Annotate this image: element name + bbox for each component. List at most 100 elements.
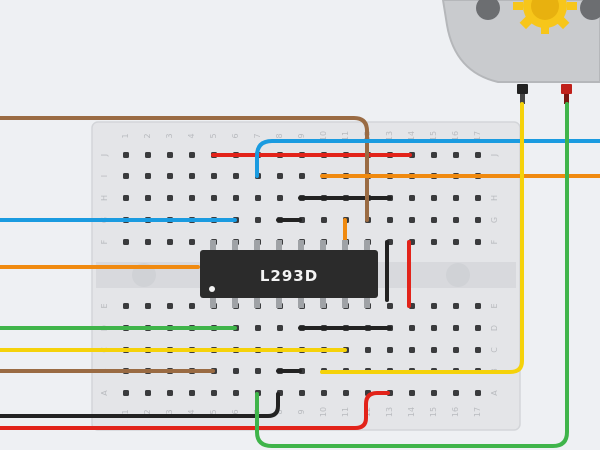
breadboard-hole[interactable] [387, 347, 393, 353]
breadboard-hole[interactable] [145, 195, 151, 201]
breadboard-hole[interactable] [453, 239, 459, 245]
chip-pin [210, 240, 216, 252]
column-label: 6 [231, 133, 240, 138]
breadboard-hole[interactable] [277, 325, 283, 331]
breadboard-hole[interactable] [189, 239, 195, 245]
breadboard-hole[interactable] [123, 239, 129, 245]
breadboard-hole[interactable] [145, 239, 151, 245]
row-label: H [490, 195, 499, 201]
wire-red-bottom[interactable] [0, 391, 390, 430]
breadboard-hole[interactable] [189, 152, 195, 158]
breadboard-hole[interactable] [475, 217, 481, 223]
breadboard-hole[interactable] [145, 173, 151, 179]
row-label: E [490, 303, 499, 308]
breadboard-hole[interactable] [167, 303, 173, 309]
breadboard-hole[interactable] [453, 325, 459, 331]
breadboard-hole[interactable] [453, 195, 459, 201]
breadboard-hole[interactable] [409, 390, 415, 396]
breadboard-hole[interactable] [365, 347, 371, 353]
row-label: I [100, 175, 109, 177]
breadboard-hole[interactable] [233, 368, 239, 374]
wire-yellow-motor[interactable] [320, 102, 524, 374]
l293d-chip[interactable]: L293D [200, 240, 378, 308]
breadboard-hole[interactable] [409, 217, 415, 223]
row-label: D [490, 325, 499, 331]
breadboard-hole[interactable] [431, 217, 437, 223]
breadboard-hole[interactable] [409, 347, 415, 353]
jumper-wires[interactable] [211, 153, 412, 373]
breadboard-hole[interactable] [343, 390, 349, 396]
breadboard-hole[interactable] [123, 303, 129, 309]
breadboard-hole[interactable] [277, 173, 283, 179]
breadboard-hole[interactable] [277, 195, 283, 201]
breadboard-hole[interactable] [255, 195, 261, 201]
breadboard-hole[interactable] [167, 195, 173, 201]
breadboard-hole[interactable] [475, 239, 481, 245]
breadboard-hole[interactable] [189, 195, 195, 201]
chip-pin [364, 296, 370, 308]
wire-black-bottom[interactable] [0, 392, 280, 418]
breadboard-hole[interactable] [233, 173, 239, 179]
breadboard-hole[interactable] [189, 173, 195, 179]
breadboard-hole[interactable] [431, 303, 437, 309]
breadboard-hole[interactable] [387, 303, 393, 309]
breadboard-hole[interactable] [453, 303, 459, 309]
breadboard-hole[interactable] [321, 217, 327, 223]
breadboard-hole[interactable] [233, 195, 239, 201]
breadboard-hole[interactable] [211, 195, 217, 201]
external-wires[interactable] [0, 102, 600, 448]
column-label: 17 [473, 131, 482, 141]
motor-mount-hole-left [476, 0, 500, 20]
breadboard-hole[interactable] [453, 390, 459, 396]
breadboard-hole[interactable] [145, 152, 151, 158]
breadboard-hole[interactable] [431, 152, 437, 158]
breadboard-hole[interactable] [409, 325, 415, 331]
breadboard-hole[interactable] [475, 303, 481, 309]
dc-motor[interactable] [441, 0, 600, 104]
column-label: 1 [121, 409, 130, 414]
breadboard-hole[interactable] [431, 325, 437, 331]
breadboard-hole[interactable] [431, 239, 437, 245]
breadboard-hole[interactable] [167, 390, 173, 396]
breadboard-hole[interactable] [299, 173, 305, 179]
breadboard-hole[interactable] [211, 173, 217, 179]
breadboard-hole[interactable] [475, 347, 481, 353]
breadboard-hole[interactable] [123, 390, 129, 396]
breadboard-hole[interactable] [123, 195, 129, 201]
motor-terminal-black[interactable] [517, 84, 528, 104]
breadboard-hole[interactable] [211, 390, 217, 396]
breadboard-hole[interactable] [167, 239, 173, 245]
motor-terminal-red[interactable] [561, 84, 572, 104]
breadboard-hole[interactable] [475, 195, 481, 201]
breadboard-hole[interactable] [453, 152, 459, 158]
breadboard-hole[interactable] [123, 173, 129, 179]
breadboard-hole[interactable] [167, 152, 173, 158]
breadboard-hole[interactable] [475, 152, 481, 158]
breadboard-hole[interactable] [431, 347, 437, 353]
chip-body [200, 250, 378, 298]
breadboard-hole[interactable] [145, 390, 151, 396]
breadboard-hole[interactable] [233, 390, 239, 396]
column-label: 7 [253, 133, 262, 138]
wire-blue-top[interactable] [255, 139, 600, 178]
wire-brown-top[interactable] [0, 116, 369, 222]
breadboard-hole[interactable] [255, 325, 261, 331]
breadboard-hole[interactable] [453, 217, 459, 223]
breadboard-hole[interactable] [189, 390, 195, 396]
wire-green-motor[interactable] [255, 102, 569, 448]
breadboard-hole[interactable] [431, 390, 437, 396]
breadboard-hole[interactable] [145, 303, 151, 309]
breadboard-hole[interactable] [387, 217, 393, 223]
breadboard-hole[interactable] [453, 347, 459, 353]
breadboard-hole[interactable] [431, 195, 437, 201]
breadboard-hole[interactable] [475, 325, 481, 331]
breadboard-hole[interactable] [255, 368, 261, 374]
breadboard-hole[interactable] [123, 152, 129, 158]
breadboard-hole[interactable] [167, 173, 173, 179]
breadboard-hole[interactable] [409, 195, 415, 201]
breadboard-hole[interactable] [475, 390, 481, 396]
breadboard-hole[interactable] [299, 390, 305, 396]
breadboard-hole[interactable] [189, 303, 195, 309]
breadboard-hole[interactable] [321, 390, 327, 396]
breadboard-hole[interactable] [255, 217, 261, 223]
